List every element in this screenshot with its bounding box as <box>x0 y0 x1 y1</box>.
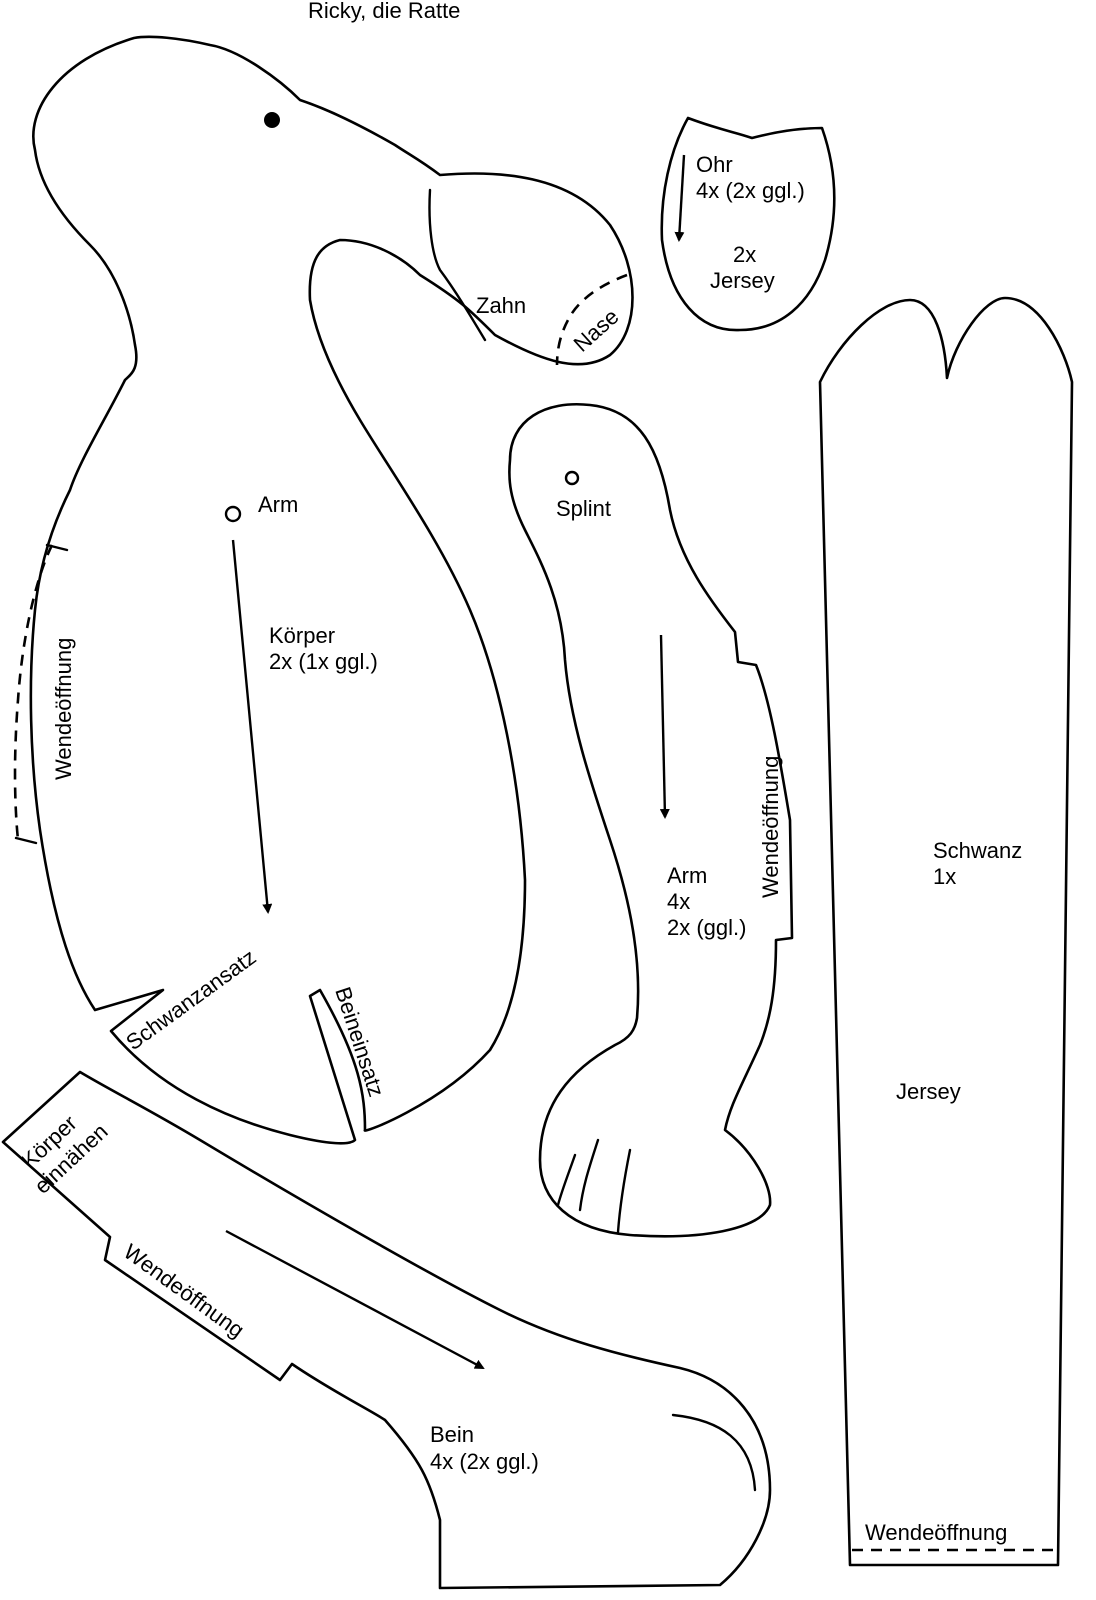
splint-marker-circle <box>564 470 580 486</box>
body-opening-label: Wendeöffnung <box>51 638 76 780</box>
tail-fabric-label: Jersey <box>896 1079 961 1104</box>
arm-marker-circle <box>224 505 242 523</box>
ear-count-label: 4x (2x ggl.) <box>696 178 805 203</box>
ear-name-label: Ohr <box>696 152 733 177</box>
arm-name-label: Arm <box>667 863 707 888</box>
arm-opening-label: Wendeöffnung <box>758 756 783 898</box>
leg-grain-arrow <box>225 1229 485 1370</box>
tail-count-label: 1x <box>933 864 956 889</box>
body-name-label: Körper <box>269 623 335 648</box>
tail-opening-label: Wendeöffnung <box>865 1520 1007 1545</box>
body-piece: Arm Körper 2x (1x ggl.) Wendeöffnung Sch… <box>13 35 634 1145</box>
arm-outline <box>508 402 794 1238</box>
eye-dot <box>264 112 280 128</box>
body-count-label: 2x (1x ggl.) <box>269 649 378 674</box>
tooth-seam <box>428 188 487 342</box>
arm-count-mirrored-label: 2x (ggl.) <box>667 915 746 940</box>
leg-name-label: Bein <box>430 1422 474 1447</box>
ear-outline <box>660 116 836 332</box>
body-tooth-label: Zahn <box>476 293 526 318</box>
leg-outline <box>1 1070 772 1590</box>
opening-tick-bottom <box>14 836 38 845</box>
nose-dashed-line <box>555 273 628 366</box>
tail-piece: Schwanz 1x Jersey Wendeöffnung <box>818 296 1074 1567</box>
finger-line-2 <box>578 1138 600 1212</box>
pattern-title: Ricky, die Ratte <box>308 0 460 23</box>
ear-piece: Ohr 4x (2x ggl.) 2x Jersey <box>660 116 836 332</box>
arm-count-label: 4x <box>667 889 690 914</box>
body-opening-dashed-line <box>13 544 54 841</box>
paw-line <box>671 1413 757 1492</box>
ear-fabric-count-label: 2x <box>733 242 756 267</box>
body-grain-arrow <box>231 539 273 914</box>
ear-fabric-label: Jersey <box>710 268 775 293</box>
opening-tick-top <box>45 543 69 552</box>
arm-splint-label: Splint <box>556 496 611 521</box>
finger-line-3 <box>616 1148 632 1234</box>
body-arm-mark-label: Arm <box>258 492 298 517</box>
arm-grain-arrow <box>659 634 670 819</box>
leg-count-label: 4x (2x ggl.) <box>430 1449 539 1474</box>
body-outline <box>29 35 634 1145</box>
tail-name-label: Schwanz <box>933 838 1022 863</box>
tail-outline <box>818 296 1074 1567</box>
ear-grain-arrow <box>674 154 686 242</box>
finger-line-1 <box>556 1153 577 1207</box>
arm-piece: Splint Arm 4x 2x (ggl.) Wendeöffnung <box>508 402 794 1238</box>
